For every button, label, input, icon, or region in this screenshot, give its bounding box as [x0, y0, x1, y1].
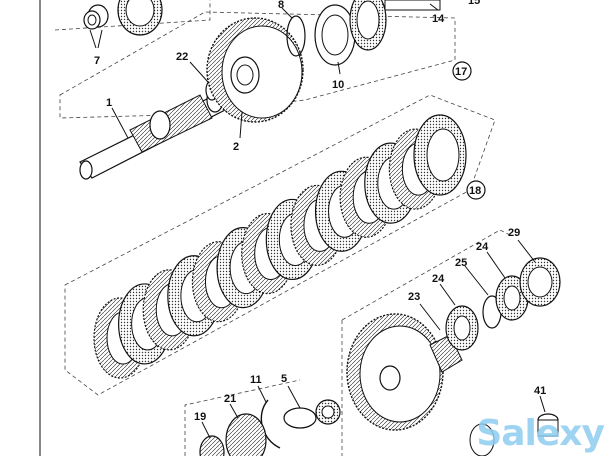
leader-41 [539, 395, 546, 413]
leader-29 [517, 239, 536, 263]
label-24-bottom: 24 [432, 273, 445, 285]
leader-1 [111, 107, 129, 139]
label-5: 5 [281, 373, 287, 385]
group-19-outline [184, 379, 301, 456]
part-1-shaft [79, 87, 226, 180]
part-5-bearing [283, 399, 341, 429]
label-11: 11 [250, 374, 262, 386]
label-19: 19 [194, 411, 206, 423]
label-23: 23 [408, 291, 420, 303]
leader-7a [89, 29, 97, 49]
callout-circle-18 [466, 180, 486, 200]
label-10: 10 [332, 79, 344, 91]
leader-24b [486, 251, 506, 279]
part-19-gear [199, 435, 225, 456]
leader-8 [281, 7, 293, 19]
label-7: 7 [94, 55, 100, 67]
leader-19 [201, 421, 211, 439]
leader-21 [229, 403, 239, 419]
leader-10 [337, 61, 341, 75]
label-25: 25 [455, 257, 467, 269]
part-8-ring [286, 15, 306, 57]
group-23-outline-top [341, 229, 511, 321]
callout-circle-17 [452, 61, 472, 81]
part-18-clutch-pack [93, 114, 467, 379]
label-8: 8 [278, 0, 284, 11]
leader-5 [287, 385, 301, 409]
group-17-outline [59, 11, 456, 119]
label-29: 29 [508, 227, 520, 239]
part-7-gear-assembly [83, 0, 163, 36]
label-2: 2 [233, 141, 239, 153]
part-10-disc [314, 4, 356, 66]
group-7-outline [54, 0, 211, 31]
part-2-gear [206, 17, 304, 123]
leader-23 [419, 303, 441, 331]
leader-14 [429, 3, 439, 11]
part-21-gear [225, 413, 267, 456]
label-17: 17 [455, 66, 467, 78]
label-22: 22 [176, 51, 188, 63]
part-29-seal [519, 257, 561, 307]
part-41-pin [537, 413, 559, 437]
leader-22 [189, 61, 209, 83]
leader-2 [239, 111, 243, 139]
label-14: 14 [432, 13, 445, 25]
leader-7b [97, 29, 103, 49]
part-24-bearing-a [445, 305, 479, 351]
part-14-drum [349, 0, 441, 51]
label-21: 21 [224, 393, 236, 405]
leader-25 [464, 265, 489, 296]
leader-24a [439, 283, 456, 306]
clutch-disc-bore [426, 128, 460, 182]
label-24-top: 24 [476, 241, 489, 253]
part-23-gear [346, 313, 463, 431]
label-15: 15 [468, 0, 480, 7]
label-18: 18 [469, 185, 481, 197]
watermark-logo: Salexy [476, 413, 605, 454]
label-1: 1 [106, 97, 112, 109]
part-lower-housing [469, 423, 495, 456]
leader-11 [257, 385, 267, 403]
label-41: 41 [534, 385, 546, 397]
